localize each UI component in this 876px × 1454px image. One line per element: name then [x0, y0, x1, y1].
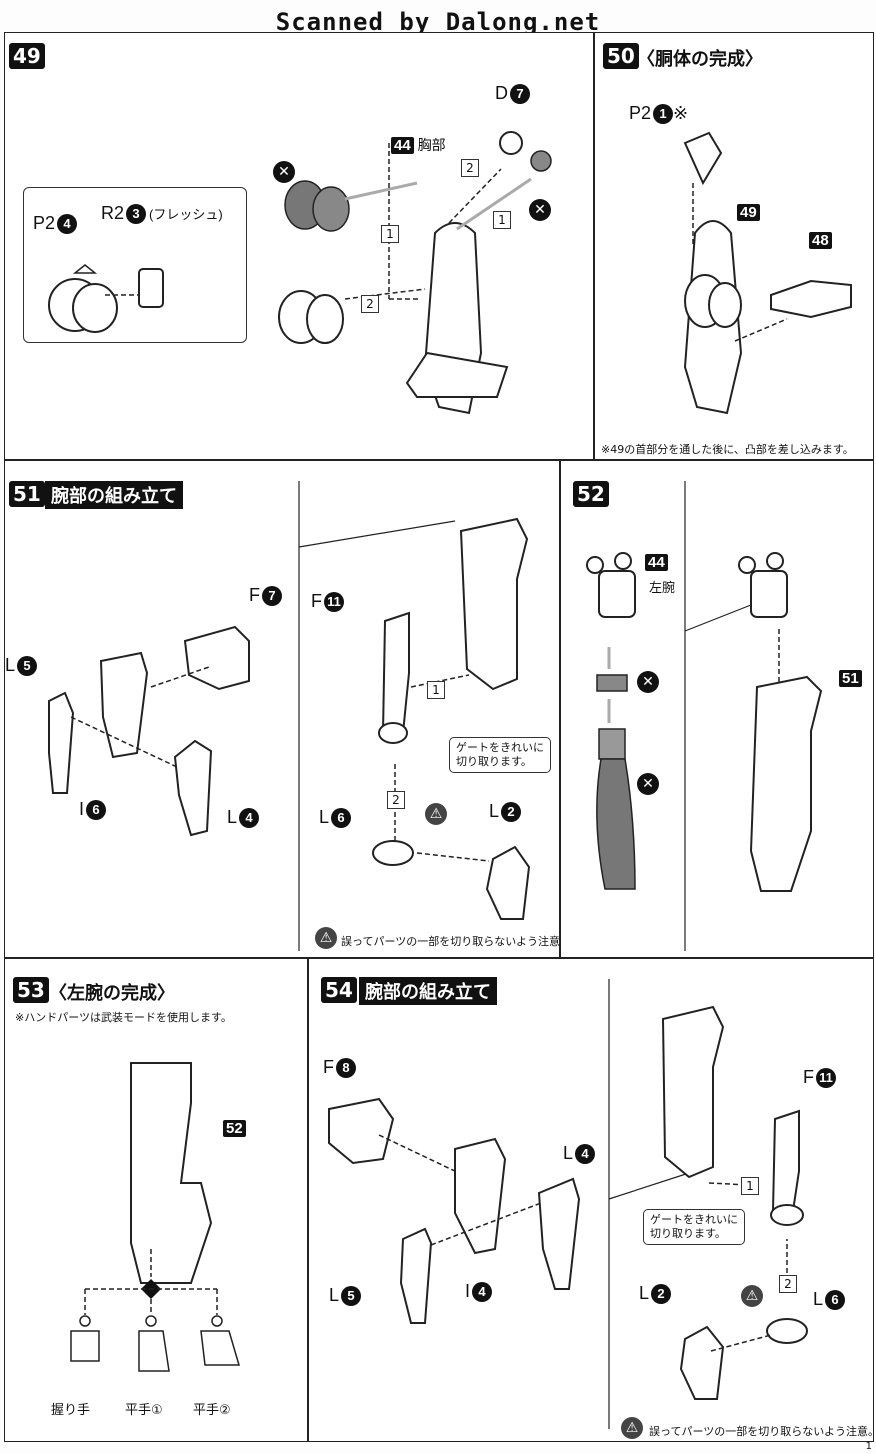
- hand-label-flat1: 平手①: [125, 1403, 163, 1418]
- caution-icon: ⚠: [425, 803, 447, 825]
- step-mark: 2: [361, 295, 379, 313]
- inset-box: [23, 187, 247, 343]
- part-label-chest: 44 胸部: [391, 135, 446, 155]
- caution-icon: ⚠: [741, 1285, 763, 1307]
- step-54-diagram: [328, 979, 808, 1429]
- step-50-diagram: [683, 131, 852, 415]
- gate-cut-callout: ゲートをきれいに 切り取ります。: [643, 1209, 745, 1245]
- not-used-icon: ✕: [637, 773, 659, 795]
- left-arm-label: 左腕: [649, 581, 676, 596]
- step-mark: 1: [381, 225, 399, 243]
- ref-48: 48: [809, 229, 832, 250]
- caution-icon: ⚠: [621, 1417, 643, 1439]
- page-number: 1: [865, 1441, 872, 1452]
- step-number: 49: [9, 43, 45, 69]
- step-title: 腕部の組み立て: [45, 481, 183, 509]
- caution-text: 誤ってパーツの一部を切り取らないよう注意。: [341, 935, 560, 948]
- not-used-icon: ✕: [637, 671, 659, 693]
- gate-cut-callout: ゲートをきれいに 切り取ります。: [449, 737, 551, 773]
- hand-label-fist: 握り手: [51, 1403, 91, 1418]
- step-note: ※49の首部分を通した後に、凸部を差し込みます。: [601, 443, 854, 456]
- step-51-diagram: [48, 481, 531, 951]
- step-note: ※ハンドパーツは武装モードを使用します。: [15, 1011, 232, 1024]
- step-mark: 1: [493, 211, 511, 229]
- scanner-watermark: Scanned by Dalong.net: [275, 8, 601, 36]
- caution-text: 誤ってパーツの一部を切り取らないよう注意。: [649, 1425, 874, 1438]
- step-number: 52: [573, 481, 609, 507]
- ref-44: 44: [645, 551, 668, 572]
- ref-51: 51: [839, 667, 862, 688]
- step-mark: 2: [387, 791, 405, 809]
- step-number: 53: [13, 977, 49, 1003]
- step-mark: 1: [741, 1177, 759, 1195]
- not-used-icon: ✕: [273, 161, 295, 183]
- step-number: 54: [321, 977, 357, 1003]
- step-53-diagram: [70, 1062, 241, 1372]
- step-53-panel: 53 〈左腕の完成〉 ※ハンドパーツは武装モードを使用します。 52 握り手 平…: [4, 958, 308, 1442]
- step-mark: 1: [427, 681, 445, 699]
- step-49-diagram: [48, 131, 552, 415]
- step-number: 51: [9, 481, 45, 507]
- step-52-panel: 52 44 左腕 51 ✕ ✕: [560, 460, 874, 958]
- ref-49: 49: [737, 201, 760, 222]
- caution-icon: ⚠: [315, 927, 337, 949]
- step-52-diagram: [586, 481, 823, 951]
- step-mark: 2: [779, 1275, 797, 1293]
- ref-52: 52: [223, 1117, 246, 1138]
- step-title: 〈左腕の完成〉: [49, 983, 175, 1004]
- not-used-icon: ✕: [529, 199, 551, 221]
- hand-label-flat2: 平手②: [193, 1403, 231, 1418]
- step-title: 〈胴体の完成〉: [637, 49, 763, 70]
- step-mark: 2: [461, 159, 479, 177]
- step-title: 腕部の組み立て: [359, 977, 497, 1005]
- step-number: 50: [603, 43, 639, 69]
